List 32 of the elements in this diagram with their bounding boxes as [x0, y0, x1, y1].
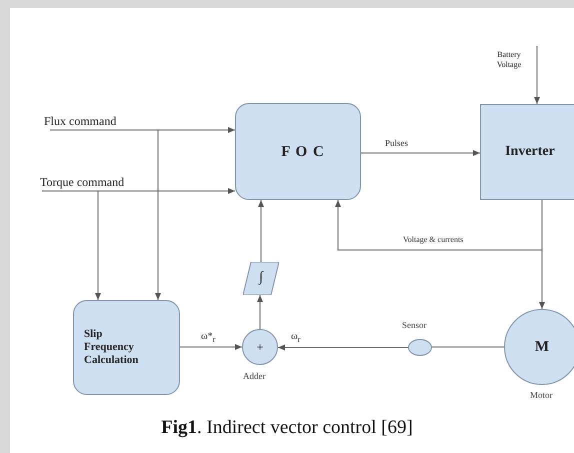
node-text: F O C	[281, 142, 325, 160]
figure-caption: Fig1. Indirect vector control [69]	[160, 417, 414, 439]
node-text: Torque command	[40, 174, 124, 190]
connector-arrow	[278, 344, 408, 350]
connector-arrow	[95, 190, 101, 300]
node-text: ∫	[259, 270, 263, 287]
integrator-block	[243, 262, 279, 295]
node-text: Slip Frequency Calculation	[84, 328, 140, 368]
node-text: Inverter	[505, 144, 555, 160]
connector-arrow	[155, 130, 161, 300]
edge-label: Pulses	[384, 138, 410, 148]
connector-arrow	[42, 188, 236, 194]
connector-arrow	[180, 344, 242, 350]
edge-label: ω$_{r}$	[290, 331, 302, 344]
connector-arrow	[50, 127, 236, 133]
node-text: Battery Voltage	[496, 50, 522, 70]
connector-arrow	[534, 46, 540, 104]
connector-arrow	[360, 150, 480, 156]
process-box	[235, 103, 361, 200]
edge-label: ω*$_{r}$	[200, 331, 216, 344]
node-caption: Motor	[530, 390, 552, 400]
node-caption: Sensor	[402, 320, 426, 330]
node-text: M	[534, 338, 550, 356]
process-box	[480, 104, 574, 200]
connector-arrow	[257, 294, 263, 330]
node-text: +	[256, 340, 264, 354]
process-box	[73, 300, 180, 395]
connector-arrow	[335, 200, 542, 250]
connector-arrow	[258, 200, 264, 262]
edge-label: Voltage & currents	[402, 235, 464, 244]
node-text: Flux command	[44, 114, 116, 128]
node-caption: Adder	[243, 371, 266, 381]
